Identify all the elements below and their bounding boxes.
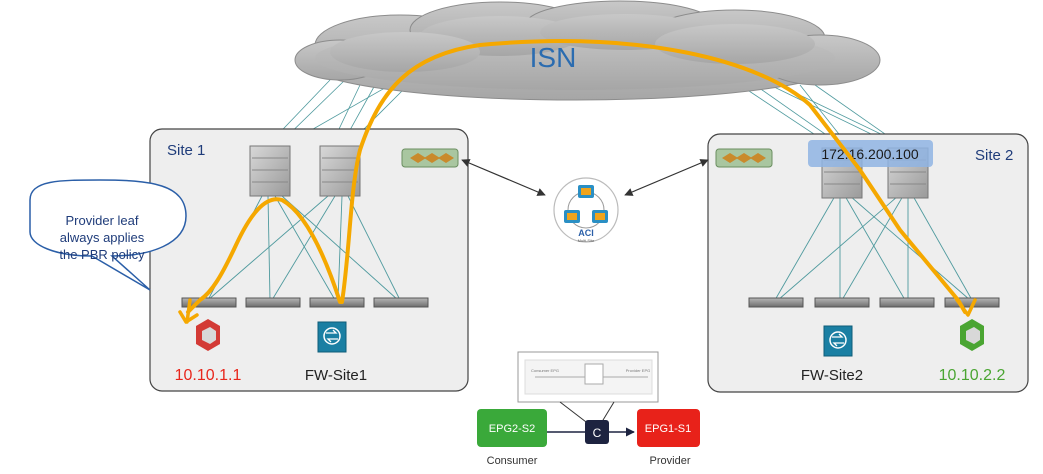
- site2-fabric-links: [774, 195, 973, 301]
- aci-multisite-orchestrator-icon: ACI Multi-Site: [553, 177, 619, 243]
- callout-line-1: Provider leaf: [66, 213, 139, 228]
- provider-caption: Provider: [650, 455, 691, 467]
- contract-symbol: C: [593, 426, 602, 440]
- contract-link-consumer: [559, 401, 591, 426]
- orchestrator-label: ACI: [578, 228, 594, 238]
- leaf-switch-icon: [879, 297, 935, 308]
- site1-firewall-icon: [317, 321, 347, 353]
- isn-label: ISN: [530, 42, 577, 73]
- site1-apic-icon: [401, 148, 459, 168]
- site1-endpoint-vm-icon: [196, 319, 220, 351]
- site1-leaf-switches: [181, 297, 429, 308]
- contract-box: [585, 420, 609, 444]
- site1-box: [149, 128, 469, 392]
- consumer-caption: Consumer: [487, 455, 538, 467]
- thumb-provider-label: Provider EPG: [626, 368, 650, 373]
- consumer-epg-label: EPG2-S2: [489, 423, 535, 435]
- traffic-flow-path: [178, 39, 977, 324]
- isn-cloud: ISN: [294, 0, 881, 101]
- leaf-switch-icon: [181, 297, 237, 308]
- provider-epg-label: EPG1-S1: [645, 423, 691, 435]
- site2-endpoint-vm-icon: [960, 319, 984, 351]
- site2-endpoint-ip: 10.10.2.2: [939, 367, 1006, 384]
- contract-graph-thumbnail: Consumer EPG Firewall Provider EPG: [517, 351, 659, 403]
- orchestrator-link-site2: [624, 159, 709, 196]
- site2-title: Site 2: [975, 147, 1013, 164]
- site2-box: [707, 133, 1029, 393]
- site2-firewall-icon: [823, 325, 853, 357]
- site1-endpoint-ip: 10.10.1.1: [175, 367, 242, 384]
- leaf-switch-icon: [373, 297, 429, 308]
- site1-firewall-label: FW-Site1: [305, 367, 367, 384]
- leaf-switch-icon: [748, 297, 804, 308]
- callout-line-2: always applies: [60, 230, 145, 245]
- vip-badge-label: 172.16.200.100: [821, 146, 919, 162]
- site1-title: Site 1: [167, 142, 205, 159]
- site2-apic-icon: [715, 148, 773, 168]
- site2-firewall-label: FW-Site2: [801, 367, 863, 384]
- consumer-epg-box: [477, 409, 547, 447]
- leaf-switch-icon: [245, 297, 301, 308]
- provider-epg-box: [637, 409, 700, 447]
- callout-line-3: the PBR policy: [59, 247, 145, 262]
- thumb-consumer-label: Consumer EPG: [531, 368, 559, 373]
- orchestrator-sublabel: Multi-Site: [578, 238, 595, 243]
- leaf-switch-icon: [814, 297, 870, 308]
- pbr-callout: Provider leaf always applies the PBR pol…: [29, 179, 187, 291]
- vip-badge: [808, 140, 933, 167]
- orchestrator-link-site1: [461, 159, 546, 196]
- leaf-switch-icon: [309, 297, 365, 308]
- spine-switch-icon: [249, 145, 291, 197]
